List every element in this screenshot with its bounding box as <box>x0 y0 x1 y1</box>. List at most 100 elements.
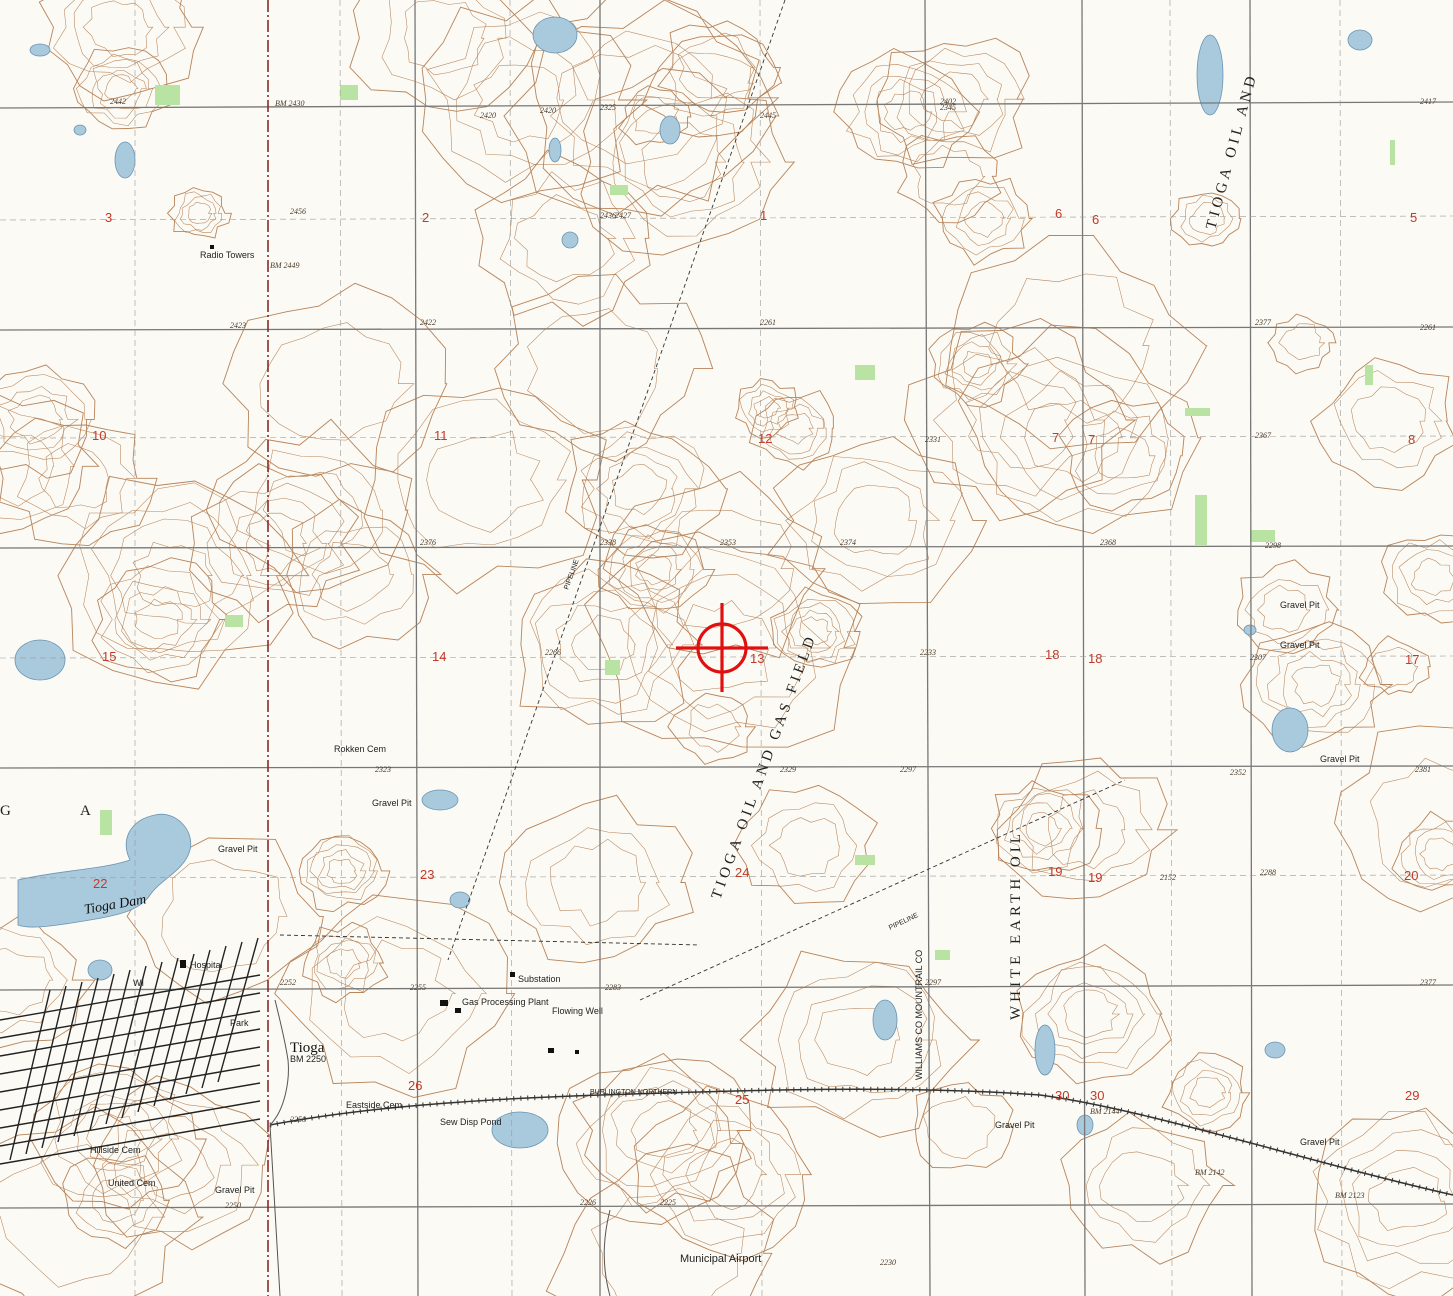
town-street <box>41 981 83 1149</box>
contour-line <box>775 412 814 445</box>
contour-line <box>581 431 705 547</box>
contour-line <box>876 37 1030 165</box>
contour-line <box>1278 323 1326 360</box>
town-street <box>0 1064 261 1111</box>
contour-line <box>91 557 234 683</box>
town-benchmark: BM 2250 <box>290 1054 326 1064</box>
contour-line <box>668 52 755 117</box>
contour-line <box>565 420 729 559</box>
contour-line <box>1410 557 1453 596</box>
elevation-label: 2352 <box>1230 768 1246 777</box>
section-number: 3 <box>105 210 112 225</box>
contour-line <box>1094 427 1156 479</box>
contour-line <box>630 546 682 592</box>
elevation-label: 2225 <box>660 1198 676 1207</box>
town-street <box>0 1046 261 1093</box>
benchmark-label: BM 2123 <box>1335 1191 1365 1200</box>
water-bodies <box>14 16 1373 1149</box>
contour-line <box>735 378 799 439</box>
crosshair-marker[interactable] <box>676 603 768 692</box>
contour-line <box>76 53 165 127</box>
benchmark-label: BM 2144 <box>1090 1107 1120 1116</box>
contour-line <box>397 398 571 549</box>
town-street <box>137 957 179 1113</box>
contour-line <box>245 449 383 574</box>
contour-line <box>316 939 370 987</box>
contour-line <box>799 616 833 646</box>
contour-line <box>1180 195 1234 243</box>
contour-line <box>798 985 933 1093</box>
contour-line <box>0 948 54 1016</box>
contour-line <box>16 425 137 530</box>
contour-line <box>514 194 617 283</box>
white-earth-oil-label: WHITE EARTH OIL <box>1008 830 1024 1020</box>
railroad <box>269 1088 1453 1196</box>
contour-line <box>0 1144 166 1288</box>
contour-line <box>597 524 716 610</box>
contour-line <box>1058 399 1185 512</box>
elevation-label: 2381 <box>1415 765 1431 774</box>
contour-line <box>113 1115 232 1215</box>
contour-line <box>0 374 92 460</box>
section-number: 22 <box>93 876 107 891</box>
section-number: 18 <box>1088 651 1102 666</box>
hillside-cem-label: Hillside Cem <box>90 1145 141 1155</box>
contour-line <box>627 546 832 732</box>
contour-line <box>912 144 986 206</box>
elevation-label: 2423 <box>230 321 246 330</box>
elevation-label: 2298 <box>1265 541 1281 550</box>
contour-line <box>86 1113 145 1164</box>
contour-line <box>1236 559 1340 655</box>
section-number: 19 <box>1048 864 1062 879</box>
contour-line <box>979 356 1169 523</box>
elevation-label: 2250 <box>225 1201 241 1210</box>
contour-line <box>896 135 1002 224</box>
contour-line <box>62 1155 170 1250</box>
town-street <box>0 992 261 1039</box>
contour-line <box>349 0 542 112</box>
wi-label: WI <box>133 978 144 988</box>
town-street <box>201 941 243 1089</box>
town-street <box>0 1100 261 1147</box>
contour-line <box>82 0 154 57</box>
contour-line <box>957 324 1202 534</box>
contour-line <box>38 0 204 102</box>
elevation-label: 2377 <box>1255 318 1272 327</box>
section-number: 17 <box>1405 652 1419 667</box>
gravel-pit-label: Gravel Pit <box>995 1120 1035 1130</box>
section-number: 5 <box>1410 210 1417 225</box>
contour-line <box>575 1087 715 1207</box>
contour-line <box>677 32 756 99</box>
contour-line <box>100 565 224 674</box>
contour-line <box>773 599 856 664</box>
lake <box>421 789 459 811</box>
elevation-label: 2288 <box>1260 868 1276 877</box>
contour-line <box>92 1174 144 1223</box>
contour-line <box>635 554 672 586</box>
contour-line <box>778 961 942 1120</box>
contour-line <box>302 921 389 1004</box>
contour-line <box>205 418 413 593</box>
benchmarks: BM 2430 BM 2144 BM 2142 BM 2123 BM 2449 <box>270 99 1365 1200</box>
elevation-label: 2345 <box>940 103 956 112</box>
contour-line <box>174 191 222 233</box>
contour-line <box>602 470 826 659</box>
contour-line <box>40 1072 183 1198</box>
gas-plant-label: Gas Processing Plant <box>462 997 549 1007</box>
benchmark-label: BM 2430 <box>275 99 305 108</box>
contour-line <box>121 586 198 653</box>
county-line-label: WILLIAMS CO MOUNTRAIL CO <box>914 950 924 1080</box>
contour-line <box>556 30 728 165</box>
united-cem-label: United Cem <box>108 1178 156 1188</box>
benchmark-label: BM 2142 <box>1195 1168 1225 1177</box>
section-number: 15 <box>102 649 116 664</box>
contour-line <box>527 308 658 434</box>
field-label-a: A <box>80 803 95 819</box>
gravel-pit-label: Gravel Pit <box>218 844 258 854</box>
contour-line <box>326 859 358 884</box>
contour-line <box>309 844 376 894</box>
contour-line <box>274 894 516 1098</box>
